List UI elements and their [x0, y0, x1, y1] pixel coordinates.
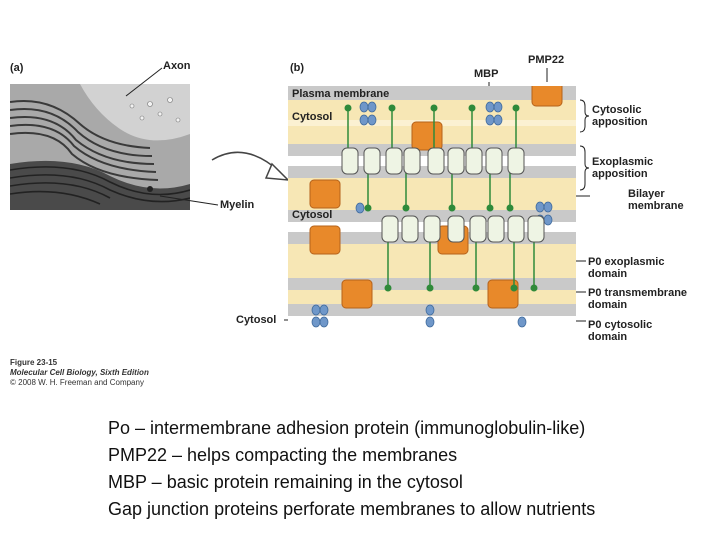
panel-a-label: (a) [10, 62, 24, 74]
note-line: Po – intermembrane adhesion protein (imm… [108, 418, 586, 438]
copyright-line: © 2008 W. H. Freeman and Company [10, 378, 144, 387]
figure-caption: Figure 23-15 Molecular Cell Biology, Six… [10, 358, 149, 388]
cytosol-label-bottom: Cytosol [236, 314, 277, 326]
book-title: Molecular Cell Biology, Sixth Edition [10, 368, 149, 377]
p0-exoplasmic-domain-label: P0 exoplasmic domain [588, 256, 665, 280]
pmp22-label: PMP22 [528, 54, 565, 66]
mbp-label: MBP [474, 68, 499, 80]
axon-label: Axon [163, 60, 191, 72]
p0-cytosolic-domain-label: P0 cytosolic domain [588, 319, 653, 343]
leader-lines [125, 67, 590, 322]
myelin-label: Myelin [220, 199, 255, 211]
myelin-micrograph [10, 84, 190, 210]
figure-number: Figure 23-15 [10, 358, 58, 367]
myelin-sheath-schematic [288, 86, 576, 346]
panel-b-label: (b) [290, 62, 305, 74]
exoplasmic-apposition-label: Exoplasmic apposition [592, 156, 654, 180]
note-line: PMP22 – helps compacting the membranes [108, 445, 458, 465]
p0-transmembrane-domain-label: P0 transmembrane domain [588, 287, 688, 311]
note-line: Gap junction proteins perforate membrane… [108, 499, 596, 519]
plasma-membrane-label: Plasma membrane [292, 88, 390, 100]
bilayer-membrane-label: Bilayer membrane [628, 188, 684, 212]
lecture-notes: Po – intermembrane adhesion protein (imm… [108, 415, 708, 523]
cytosol-label-middle: Cytosol [292, 209, 333, 221]
cytosolic-apposition-label: Cytosolic apposition [592, 104, 648, 128]
note-line: MBP – basic protein remaining in the cyt… [108, 472, 463, 492]
cytosol-label-top: Cytosol [292, 111, 333, 123]
